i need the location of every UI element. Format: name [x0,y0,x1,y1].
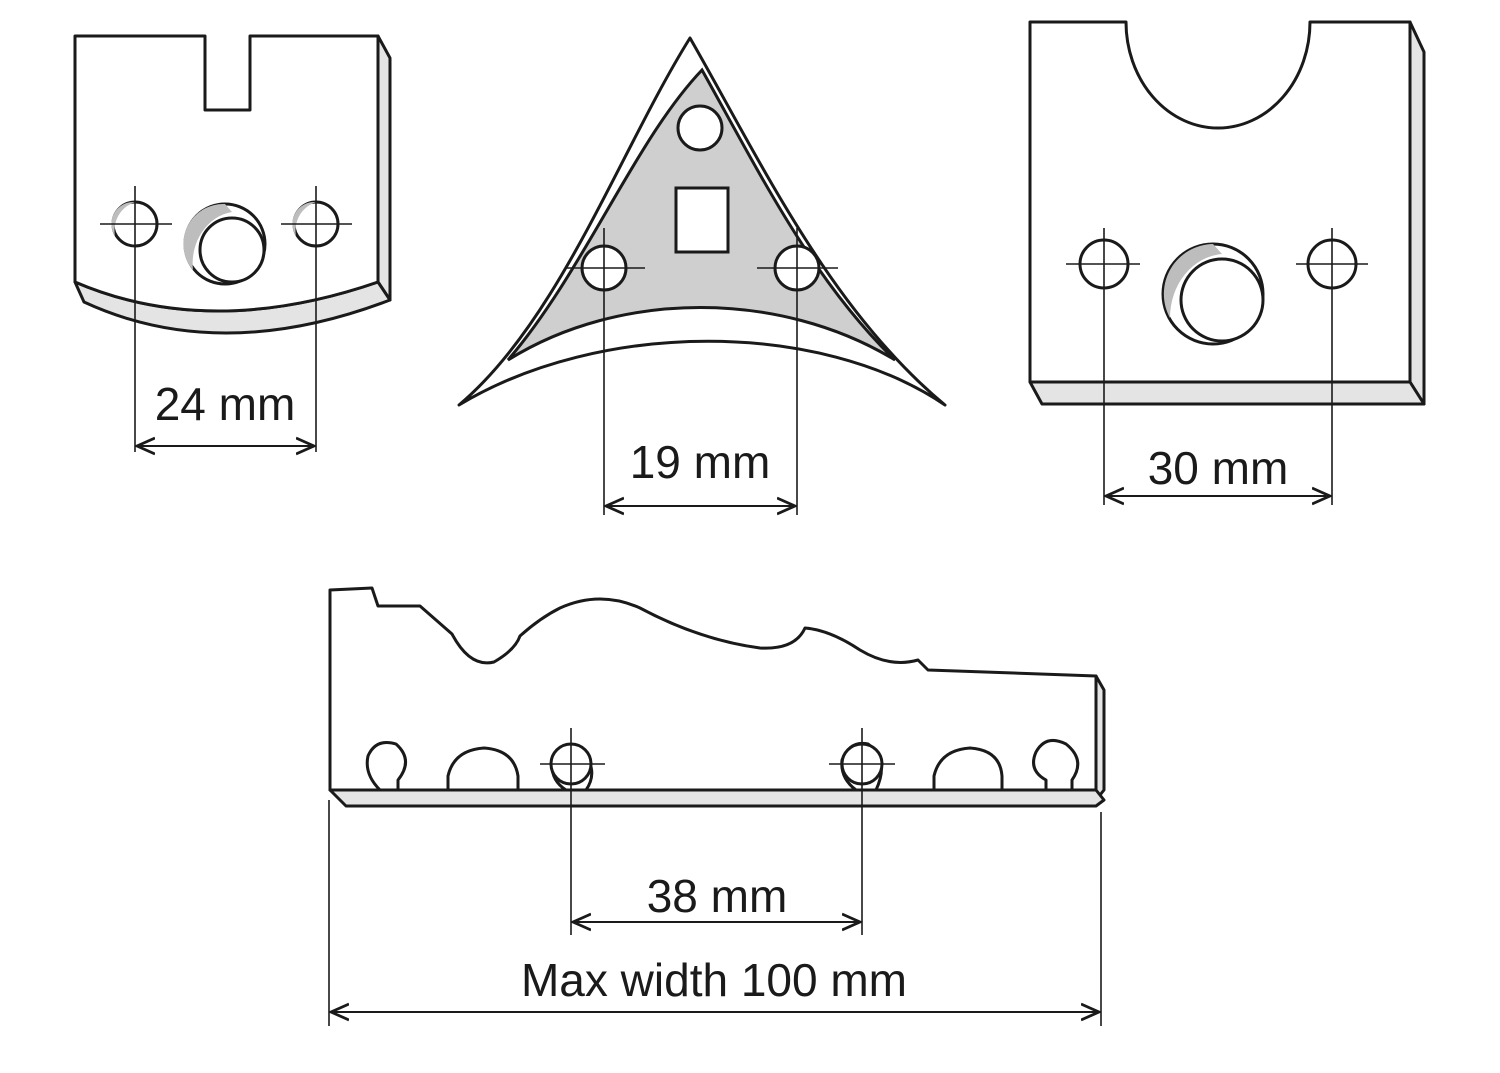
dimension-label-24mm: 24 mm [155,378,296,430]
cutter-19mm-square-hole [674,186,730,254]
dimension-label-max-width: Max width 100 mm [521,954,907,1006]
cutter-24mm-center-hole [183,202,267,286]
dimension-label-38mm: 38 mm [647,870,788,922]
cutter-19mm: 19 mm [457,36,947,515]
cutter-24mm: 24 mm [73,34,392,452]
cutter-30mm: 30 mm [1028,20,1426,505]
cutter-long-profile: 38 mm Max width 100 mm [328,586,1106,1026]
cutter-24mm-side-edge [376,34,392,302]
cutter-30mm-side-edge [1408,20,1426,406]
cutter-30mm-bottom-edge [1028,380,1426,406]
cutter-long-body [328,586,1098,792]
cutter-30mm-center-hole [1161,242,1265,346]
cutter-long-bottom-edge [328,788,1106,808]
cutter-30mm-body [1028,20,1412,384]
cutter-19mm-top-hole [676,104,724,152]
dimension-label-30mm: 30 mm [1148,442,1289,494]
dimension-label-19mm: 19 mm [630,436,771,488]
